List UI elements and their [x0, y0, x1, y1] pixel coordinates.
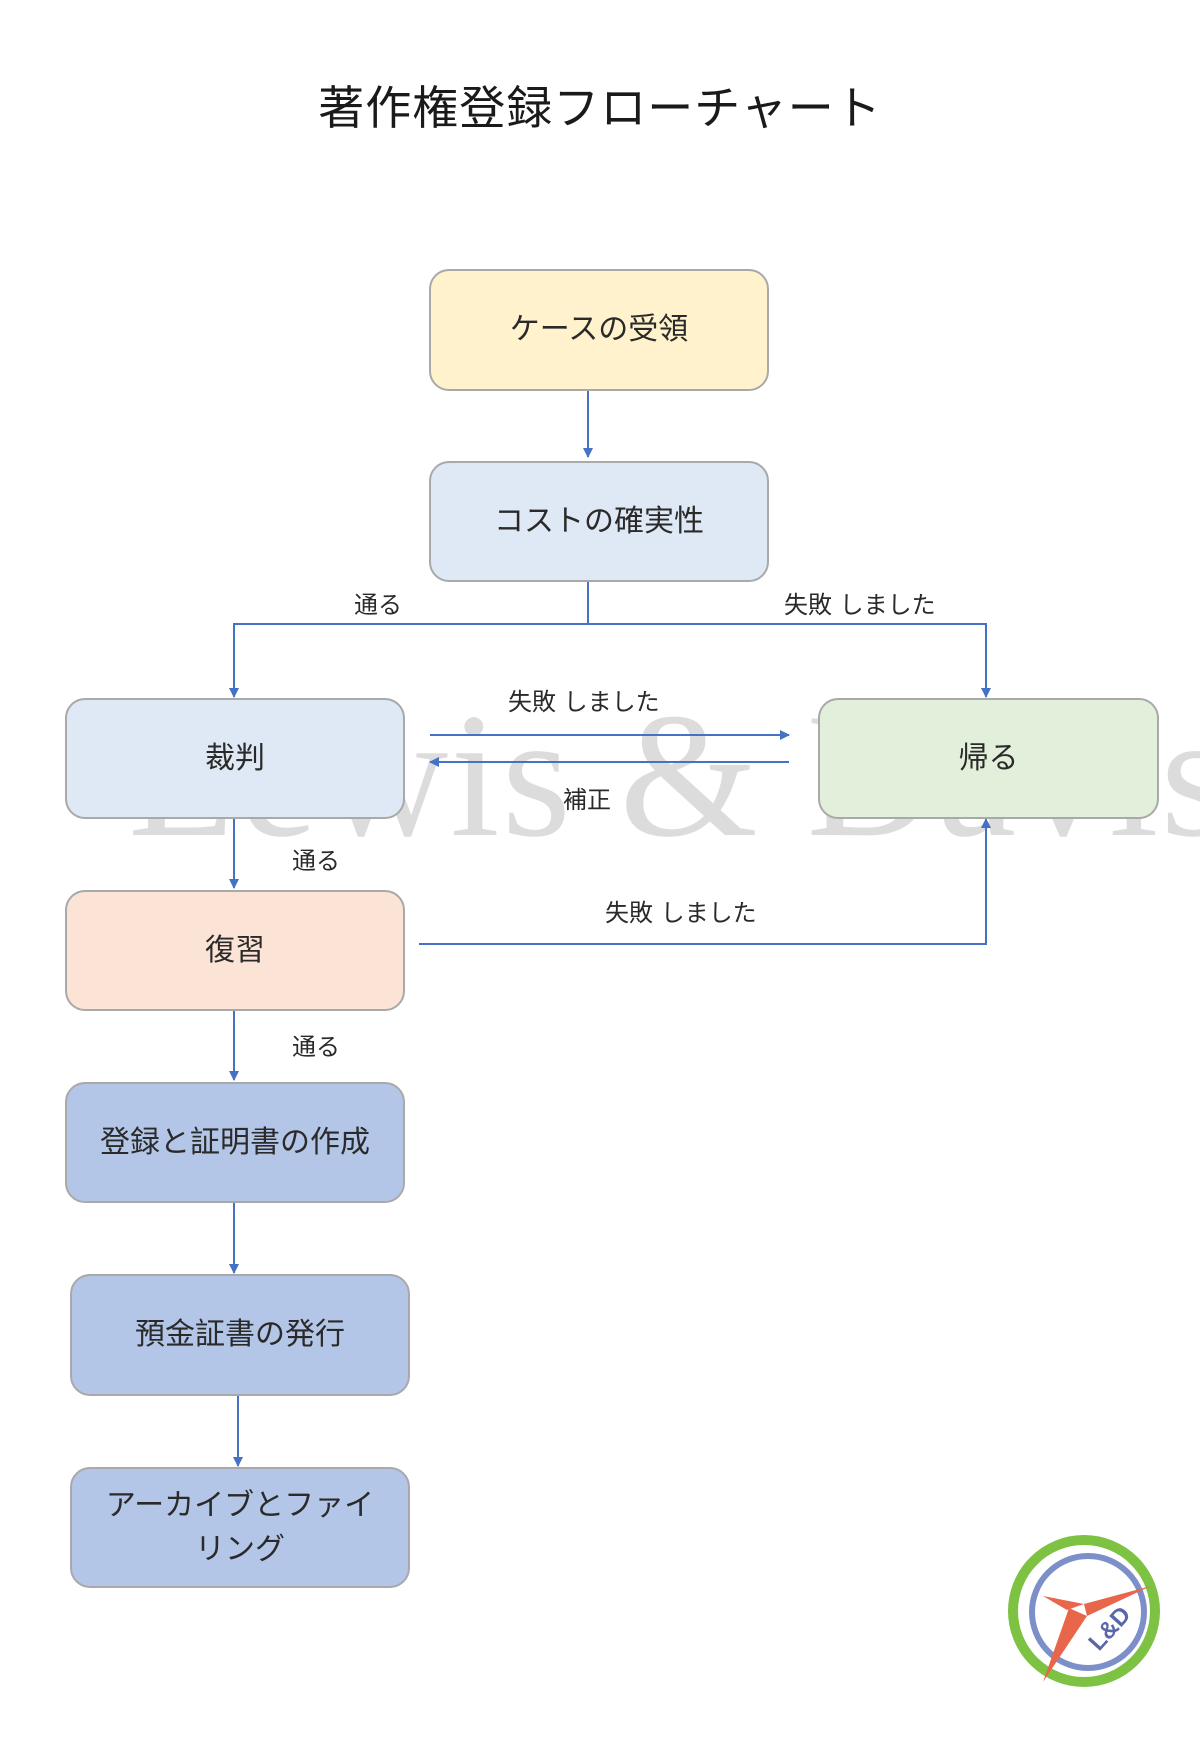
label-cost-pass: 通る — [354, 591, 402, 619]
node-archive-filing: アーカイブとファイリング — [70, 1467, 410, 1588]
page-title: 著作権登録フローチャート — [318, 81, 882, 135]
label-trial-pass: 通る — [292, 847, 340, 875]
node-case-intake: ケースの受領 — [429, 269, 769, 391]
node-registration-certificate: 登録と証明書の作成 — [65, 1082, 405, 1203]
label-trial-fail: 失敗 しました — [508, 688, 660, 716]
arrow-review-to-return — [419, 818, 991, 945]
arrow-cost-to-return — [588, 623, 991, 698]
label-cost-fail: 失敗 しました — [784, 591, 936, 619]
label-review-pass: 通る — [292, 1033, 340, 1061]
arrow-cost-to-trial — [229, 582, 589, 698]
node-deposit-certificate: 預金証書の発行 — [70, 1274, 410, 1396]
node-return: 帰る — [818, 698, 1159, 819]
label-review-fail: 失敗 しました — [605, 899, 757, 927]
node-cost-certainty: コストの確実性 — [429, 461, 769, 582]
compass-logo-icon: L&D — [1008, 1535, 1160, 1687]
label-trial-fix: 補正 — [563, 786, 611, 814]
node-review: 復習 — [65, 890, 405, 1011]
node-trial: 裁判 — [65, 698, 405, 819]
